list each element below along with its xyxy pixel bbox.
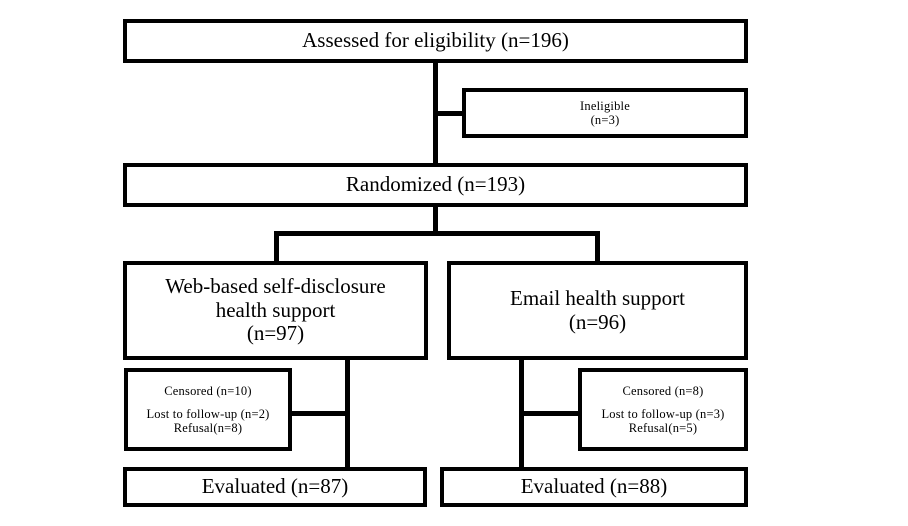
connector-drop-to-web-arm <box>274 231 279 263</box>
connector-web-arm-to-censored <box>290 411 347 416</box>
node-assessed-line-1: Assessed for eligibility (n=196) <box>302 28 569 53</box>
node-arm-email: Email health support (n=96) <box>447 261 748 360</box>
node-censored-web-line-1: Censored (n=10) <box>164 384 252 398</box>
connector-drop-to-email-arm <box>595 231 600 263</box>
node-evaluated-email-line-1: Evaluated (n=88) <box>520 474 668 499</box>
node-arm-email-line-1: Email health support <box>510 285 685 310</box>
connector-email-arm-to-evaluated <box>519 358 524 469</box>
node-censored-email-line-2: Lost to follow-up (n=3) <box>601 407 725 421</box>
node-randomized-line-1: Randomized (n=193) <box>345 172 526 197</box>
node-ineligible: Ineligible (n=3) <box>462 88 748 138</box>
node-ineligible-line-2: (n=3) <box>590 113 620 127</box>
node-censored-web: Censored (n=10) Lost to follow-up (n=2) … <box>124 368 292 451</box>
node-evaluated-web: Evaluated (n=87) <box>123 467 427 507</box>
node-censored-web-line-2: Lost to follow-up (n=2) <box>146 407 270 421</box>
node-censored-email-line-3: Refusal(n=5) <box>628 421 698 435</box>
node-assessed-for-eligibility: Assessed for eligibility (n=196) <box>123 19 748 63</box>
node-arm-web-line-3: (n=97) <box>246 321 305 346</box>
node-randomized: Randomized (n=193) <box>123 163 748 207</box>
node-arm-web-line-2: health support <box>215 297 336 322</box>
node-arm-web-line-1: Web-based self-disclosure <box>165 274 386 299</box>
node-censored-web-line-3: Refusal(n=8) <box>173 421 243 435</box>
connector-email-arm-to-censored <box>522 411 580 416</box>
node-evaluated-web-line-1: Evaluated (n=87) <box>201 474 349 499</box>
connector-trunk-to-ineligible <box>433 111 464 116</box>
connector-web-arm-to-evaluated <box>345 358 350 469</box>
node-evaluated-email: Evaluated (n=88) <box>440 467 748 507</box>
node-ineligible-line-1: Ineligible <box>580 99 630 113</box>
connector-randomized-split-bar <box>274 231 600 236</box>
connector-randomized-stub <box>433 203 438 236</box>
node-arm-web-based: Web-based self-disclosure health support… <box>123 261 428 360</box>
node-arm-email-line-2: (n=96) <box>568 309 627 334</box>
node-censored-email: Censored (n=8) Lost to follow-up (n=3) R… <box>578 368 748 451</box>
node-censored-email-line-1: Censored (n=8) <box>622 384 704 398</box>
